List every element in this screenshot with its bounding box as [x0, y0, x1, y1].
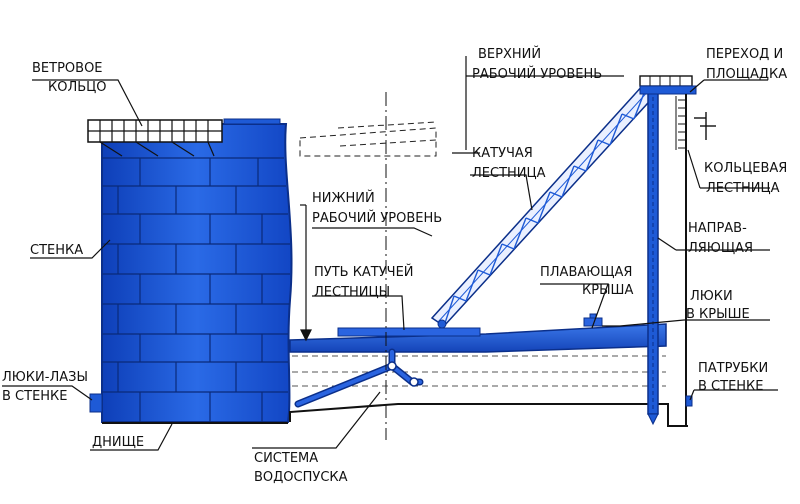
- leader-lines: [2, 75, 778, 451]
- label-upper-level-line2: РАБОЧИЙ УРОВЕНЬ: [472, 66, 602, 82]
- label-ring-ladder-line1: КОЛЬЦЕВАЯ: [704, 161, 787, 176]
- ring-ladder-rail: [694, 112, 716, 140]
- label-ladder-path-line1: ПУТЬ КАТУЧЕЙ: [314, 264, 414, 280]
- guide-column: [647, 87, 659, 426]
- passage-platform: [639, 75, 697, 95]
- wall-manhole: [89, 393, 103, 413]
- label-wall-manholes-line1: ЛЮКИ-ЛАЗЫ: [2, 370, 88, 385]
- label-upper-level: ВЕРХНИЙ РАБОЧИЙ УРОВЕНЬ: [472, 46, 602, 82]
- label-wall-manholes-line2: В СТЕНКЕ: [2, 389, 68, 404]
- label-floating-roof-line2: КРЫША: [582, 283, 633, 298]
- lower-level-marker: [300, 204, 312, 342]
- label-guide-line2: ЛЯЮЩАЯ: [688, 241, 753, 256]
- drain-system: [294, 348, 424, 408]
- tank-wall: [101, 123, 293, 423]
- floating-roof: [289, 313, 667, 353]
- label-rolling-ladder: КАТУЧАЯ ЛЕСТНИЦА: [472, 146, 546, 181]
- label-ladder-path-line2: ЛЕСТНИЦЫ: [314, 285, 390, 300]
- label-lower-level: НИЖНИЙ РАБОЧИЙ УРОВЕНЬ: [312, 190, 442, 226]
- label-floating-roof: ПЛАВАЮЩАЯ КРЫША: [540, 265, 633, 298]
- label-upper-level-line1: ВЕРХНИЙ: [478, 46, 541, 62]
- label-ladder-path: ПУТЬ КАТУЧЕЙ ЛЕСТНИЦЫ: [314, 264, 414, 300]
- label-ring-ladder: КОЛЬЦЕВАЯ ЛЕСТНИЦА: [704, 161, 787, 196]
- label-wind-ring-line1: ВЕТРОВОЕ: [32, 61, 103, 76]
- wall-nozzle: [685, 395, 693, 407]
- label-guide-line1: НАПРАВ-: [688, 221, 747, 236]
- ring-ladder: [675, 96, 686, 150]
- label-drain-system-line1: СИСТЕМА: [254, 451, 318, 466]
- liquid-level-dashes: [292, 355, 666, 387]
- label-guide: НАПРАВ- ЛЯЮЩАЯ: [688, 221, 753, 256]
- label-wind-ring: ВЕТРОВОЕ КОЛЬЦО: [32, 61, 106, 95]
- label-roof-hatches-line1: ЛЮКИ: [690, 289, 733, 304]
- label-wall-nozzles-line2: В СТЕНКЕ: [698, 379, 764, 394]
- right-tank-wall: [668, 94, 688, 427]
- label-floating-roof-line1: ПЛАВАЮЩАЯ: [540, 265, 632, 280]
- label-wall-manholes: ЛЮКИ-ЛАЗЫ В СТЕНКЕ: [2, 370, 88, 404]
- label-wall: СТЕНКА: [30, 243, 83, 258]
- label-bottom: ДНИЩЕ: [92, 435, 144, 450]
- wind-ring: [87, 118, 281, 157]
- label-drain-system: СИСТЕМА ВОДОСПУСКА: [254, 451, 348, 485]
- label-drain-system-line2: ВОДОСПУСКА: [254, 470, 348, 485]
- label-lower-level-line1: НИЖНИЙ: [312, 190, 375, 206]
- label-ring-ladder-line2: ЛЕСТНИЦА: [706, 181, 780, 196]
- label-wall-nozzles: ПАТРУБКИ В СТЕНКЕ: [698, 361, 768, 394]
- label-passage-platform-line1: ПЕРЕХОД И: [706, 47, 783, 62]
- wall-brick-lines: [102, 157, 290, 422]
- label-rolling-ladder-line1: КАТУЧАЯ: [472, 146, 533, 161]
- upper-level-marker: [452, 56, 480, 154]
- label-lower-level-line2: РАБОЧИЙ УРОВЕНЬ: [312, 210, 442, 226]
- label-rolling-ladder-line2: ЛЕСТНИЦА: [472, 166, 546, 181]
- label-wind-ring-line2: КОЛЬЦО: [48, 80, 106, 95]
- label-roof-hatches: ЛЮКИ В КРЫШЕ: [686, 289, 750, 322]
- label-passage-platform: ПЕРЕХОД И ПЛОЩАДКА: [706, 47, 787, 82]
- label-passage-platform-line2: ПЛОЩАДКА: [706, 67, 787, 82]
- upper-roof-ghost: [299, 121, 437, 157]
- label-wall-nozzles-line1: ПАТРУБКИ: [698, 361, 768, 376]
- label-roof-hatches-line2: В КРЫШЕ: [686, 307, 750, 322]
